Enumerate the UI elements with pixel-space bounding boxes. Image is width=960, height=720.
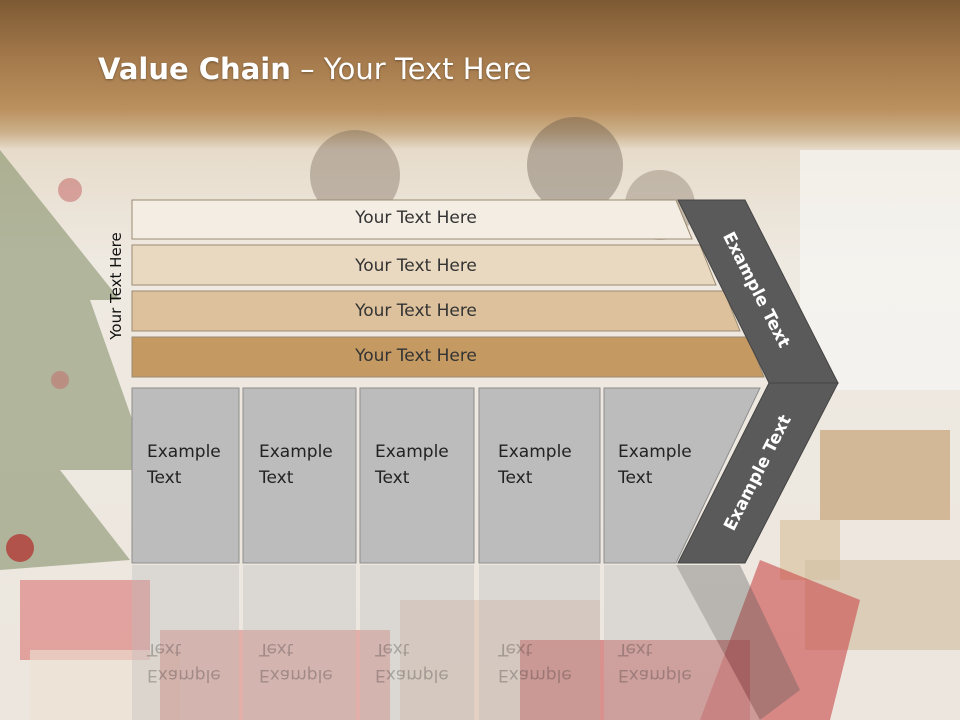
bar-label-2: Your Text Here [355,256,477,276]
slide-title-bold: Value Chain [98,52,291,86]
slide-title-rest: – Your Text Here [290,52,532,86]
box-reflection [132,565,239,720]
activity-box-1 [131,387,240,564]
arrow-reflection [676,565,800,720]
box-text-3: Example Text [375,442,449,488]
box-text-reflection-4: Example Text [498,639,572,685]
box-text-reflection-3: Example Text [375,639,449,685]
reflection [132,565,800,720]
box-text-reflection-1: Example Text [147,639,221,685]
bar-1 [131,199,693,240]
activity-box-3 [359,387,475,564]
slide-title: Value Chain – Your Text Here [98,52,532,86]
bar-label-4: Your Text Here [355,346,477,366]
activity-box-4 [478,387,601,564]
box-reflection [360,565,474,720]
box-reflection [243,565,356,720]
arrow-lower-segment [677,382,839,564]
box-text-reflection-2: Example Text [259,639,333,685]
bar-2 [131,244,717,286]
bar-label-1: Your Text Here [355,208,477,228]
bar-4 [131,336,765,378]
box-reflection [479,565,600,720]
box-text-2: Example Text [259,442,333,488]
box-text-4: Example Text [498,442,572,488]
bar-label-3: Your Text Here [355,301,477,321]
box-reflection [604,565,762,720]
box-text-5: Example Text [618,442,692,488]
activity-box-5 [603,387,761,564]
activity-box-2 [242,387,357,564]
boxes-layer [131,387,761,564]
bar-3 [131,290,741,332]
arrow-shape [677,199,839,564]
bars-layer [131,199,765,378]
box-text-1: Example Text [147,442,221,488]
box-text-reflection-5: Example Text [618,639,692,685]
